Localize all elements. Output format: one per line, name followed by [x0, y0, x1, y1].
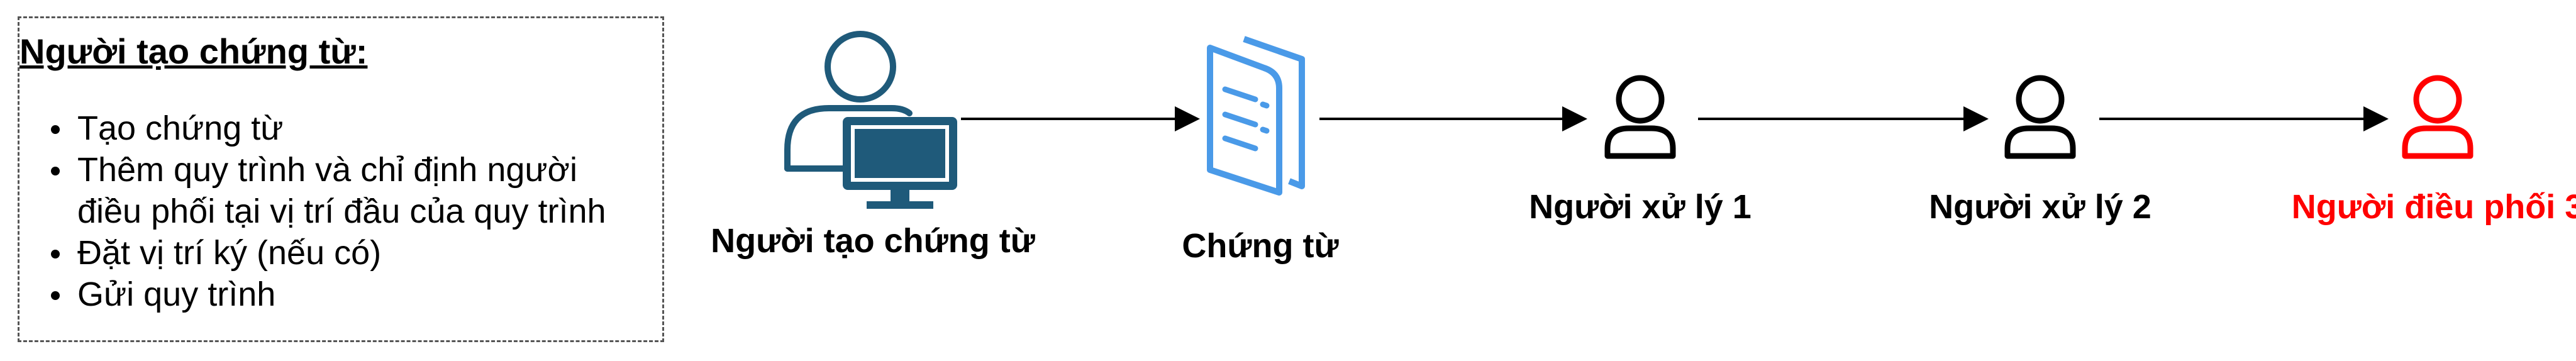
coordinator-3-person-icon — [2402, 75, 2473, 159]
creator-label: Người tạo chứng từ — [711, 222, 1035, 260]
notes-item-set-signature-position: Đặt vị trí ký (nếu có) — [47, 232, 651, 274]
notes-title: Người tạo chứng từ: — [19, 31, 368, 71]
coordinator-3-label: Người điều phối 3 — [2291, 188, 2576, 226]
handler-2-person-icon — [2004, 75, 2076, 159]
document-icon — [1207, 36, 1305, 196]
notes-item-create-document: Tạo chứng từ — [47, 108, 651, 149]
notes-item-add-workflow: Thêm quy trình và chỉ định người điều ph… — [47, 149, 651, 232]
handler-1-person-icon — [1604, 75, 1676, 159]
document-label: Chứng từ — [1182, 227, 1339, 265]
handler-1-label: Người xử lý 1 — [1529, 188, 1752, 226]
creator-notes-box: Người tạo chứng từ: Tạo chứng từ Thêm qu… — [18, 16, 664, 342]
creator-computer-icon — [784, 31, 957, 209]
notes-list: Tạo chứng từ Thêm quy trình và chỉ định … — [47, 108, 651, 315]
notes-item-send-workflow: Gửi quy trình — [47, 274, 651, 315]
handler-2-label: Người xử lý 2 — [1929, 188, 2151, 226]
